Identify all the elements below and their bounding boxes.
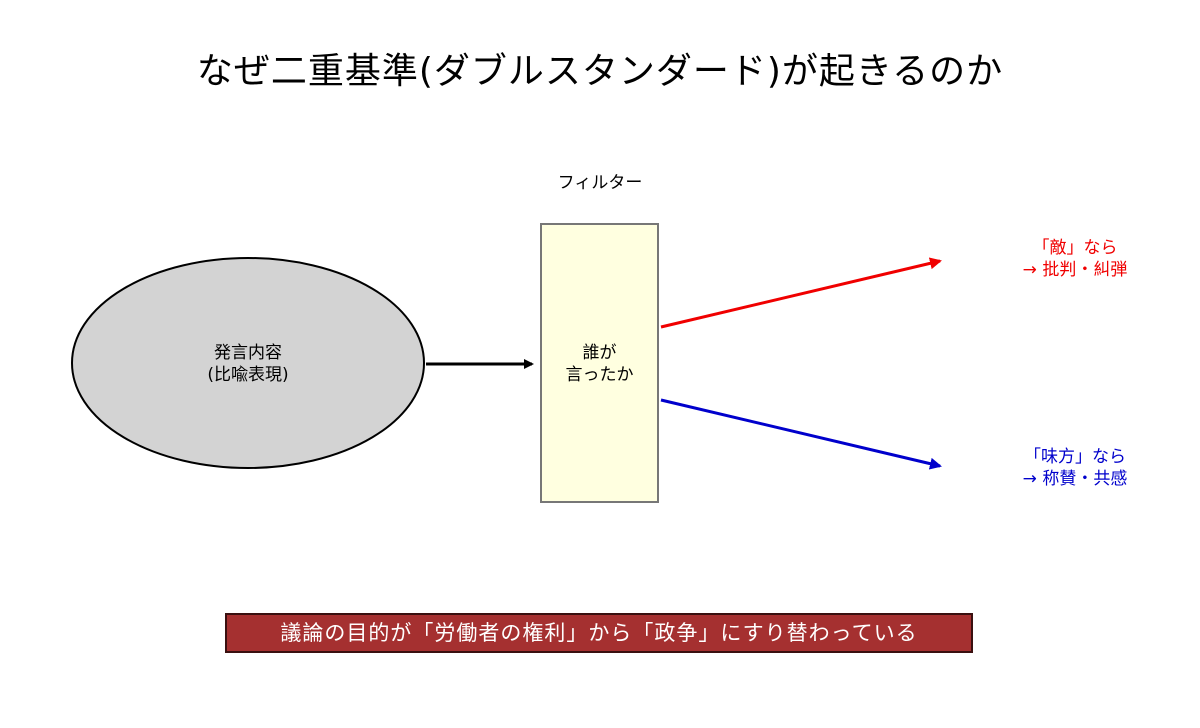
filter-line1: 誰が [582,343,617,363]
enemy-arrow [660,257,942,329]
speech-content-ellipse [71,257,425,469]
enemy-outcome: 「敵」なら → 批判・糾弾 [955,237,1195,281]
page-title: なぜ二重基準(ダブルスタンダード)が起きるのか [196,51,1004,92]
enemy-outcome-line2: → 批判・糾弾 [1022,260,1128,280]
ally-outcome-line2: → 称賛・共感 [1022,469,1128,489]
filter-title: フィルター [557,173,643,193]
ally-arrow [660,398,942,470]
speech-content-line1: 発言内容 [214,343,282,363]
filter-line2: 言ったか [565,365,634,385]
speech-content-line2: (比喩表現) [207,365,289,385]
ally-outcome: 「味方」なら → 称賛・共感 [955,446,1195,490]
conclusion-banner: 議論の目的が「労働者の権利」から「政争」にすり替わっている [225,613,973,653]
enemy-outcome-line1: 「敵」なら [1032,238,1118,258]
ally-outcome-line1: 「味方」なら [1024,447,1126,467]
speech-content-label: 発言内容 (比喩表現) [148,342,348,386]
filter-box [540,223,659,503]
filter-label: 誰が 言ったか [541,342,658,386]
